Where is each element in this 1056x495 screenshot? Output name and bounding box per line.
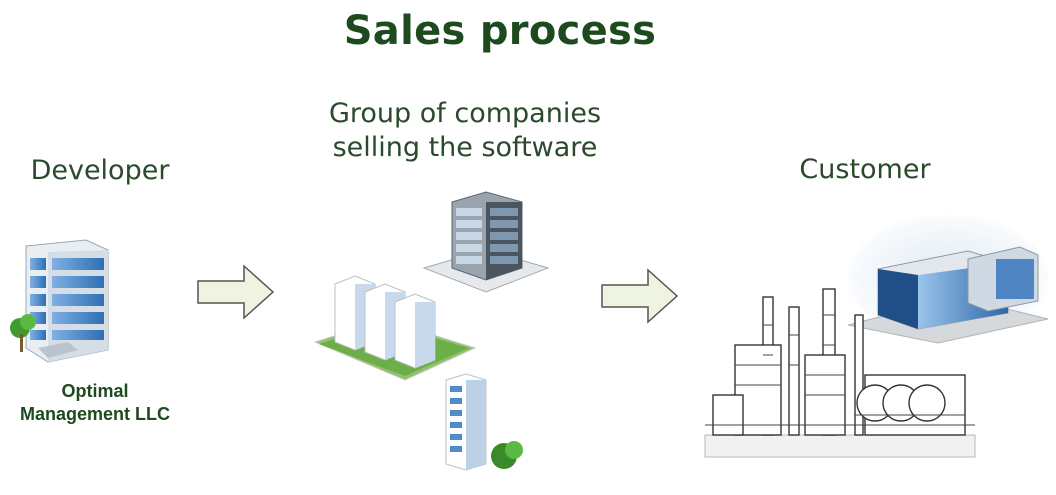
- group-label-line1: Group of companies: [328, 98, 602, 129]
- arrow-right-icon: [197, 264, 275, 320]
- page-title: Sales process: [343, 8, 657, 54]
- office-tower-icon: [445, 373, 523, 471]
- developer-label: Developer: [30, 155, 170, 186]
- developer-name: Optimal Management LLC: [0, 380, 190, 426]
- skyscraper-icon: [422, 191, 550, 293]
- factory-icon: [704, 288, 976, 458]
- company-buildings-icon: [313, 275, 477, 381]
- customer-label: Customer: [799, 154, 931, 185]
- developer-name-line2: Management LLC: [19, 404, 170, 424]
- arrow-right-icon: [601, 268, 679, 324]
- group-label-line2: selling the software: [332, 132, 598, 163]
- group-label: Group of companies selling the software: [300, 97, 630, 165]
- customer-office-complex-icon: [847, 215, 1049, 344]
- developer-name-line1: Optimal: [61, 381, 129, 401]
- developer-office-building-icon: [10, 239, 109, 363]
